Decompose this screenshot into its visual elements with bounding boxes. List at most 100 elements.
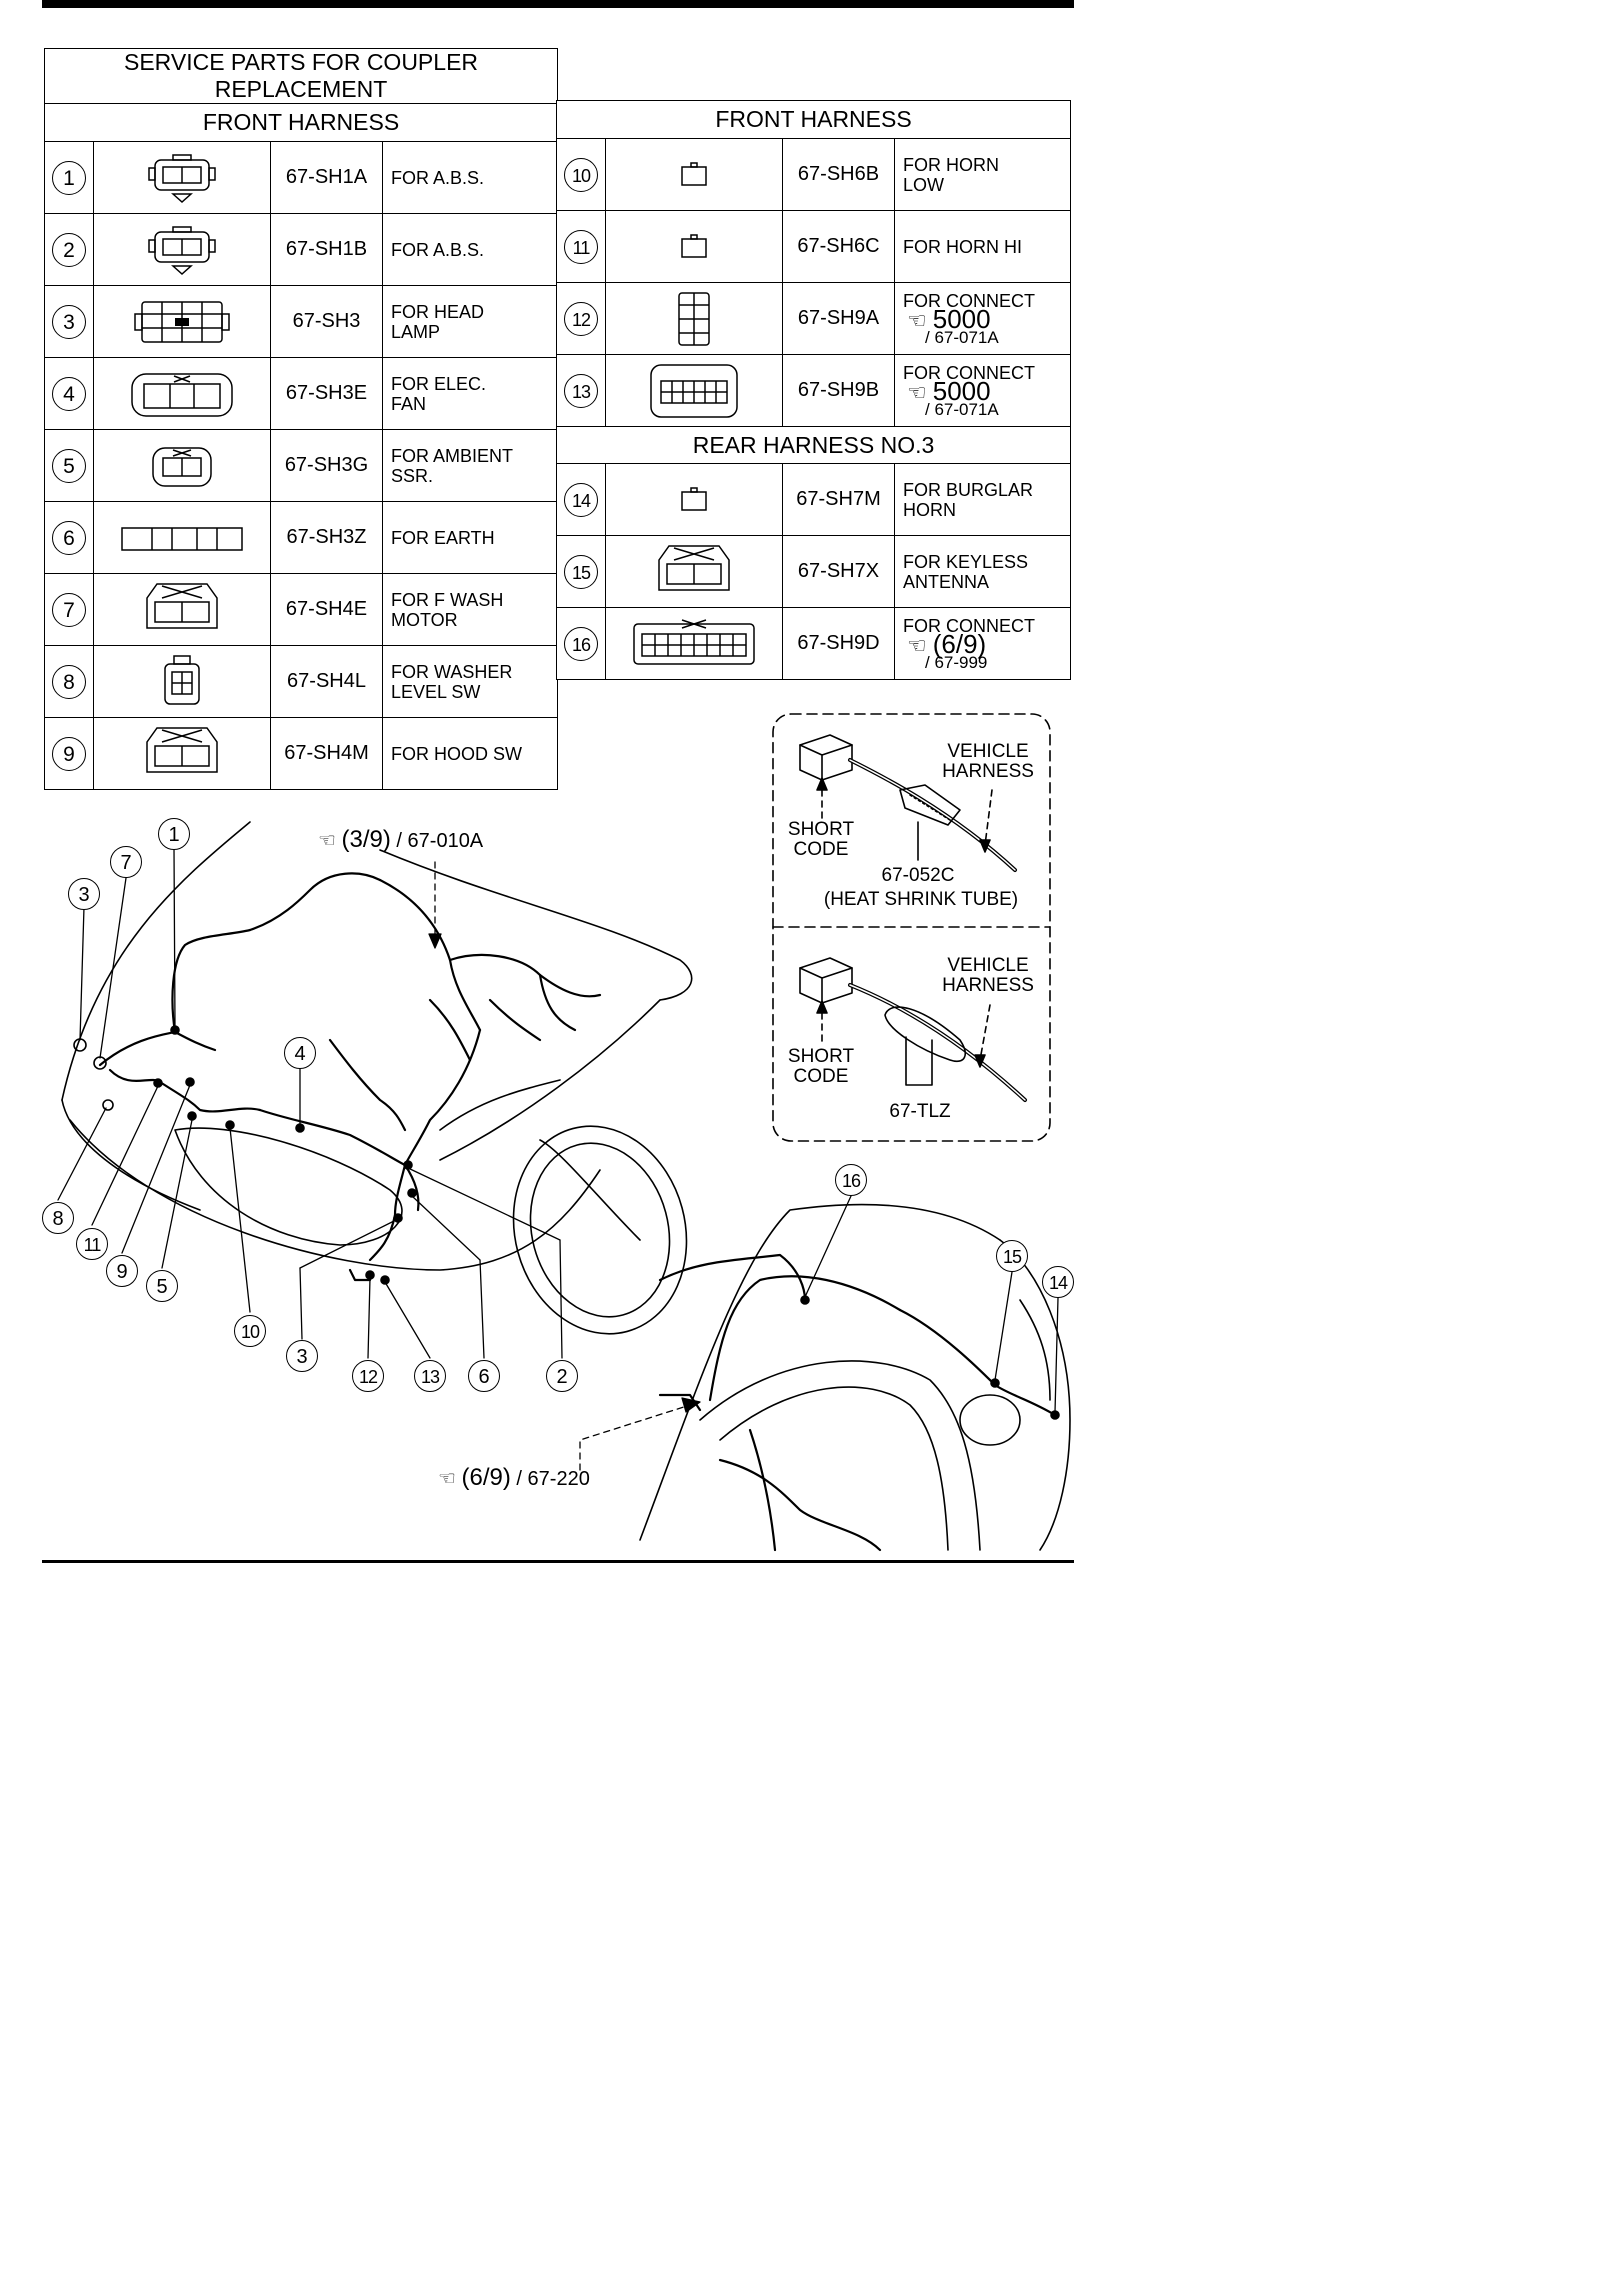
part-number: 7: [52, 592, 86, 627]
engine-harness-reference: ☜ (3/9) / 67-010A: [318, 826, 483, 854]
reference: ☜5000: [903, 303, 1070, 334]
rear-harness-wiring: [658, 1253, 1057, 1552]
part-number: 9: [52, 736, 86, 771]
connector-image: [93, 717, 271, 790]
part-description: FOR CONNECT☜5000/ 67-071A: [893, 282, 1072, 355]
connector-image: [605, 354, 783, 427]
part-code: 67-SH1B: [270, 213, 383, 286]
part-number-cell: 15: [556, 535, 606, 608]
top-border-bar: [42, 0, 1074, 8]
engine-ref-page: (3/9): [341, 826, 391, 853]
pointing-hand-icon: ☜: [318, 830, 336, 852]
connector-image: [93, 285, 271, 358]
part-code: 67-SH6B: [782, 138, 895, 211]
part-number: 16: [564, 626, 598, 661]
inset-top-short-line1: SHORT: [787, 819, 855, 840]
reference-code: / 67-071A: [925, 327, 999, 347]
part-description: FOR EARTH: [381, 501, 559, 574]
part-number: 14: [564, 482, 598, 517]
callout-11: 11: [76, 1228, 108, 1260]
callout-9: 9: [106, 1255, 138, 1287]
part-description: FOR CONNECT☜5000/ 67-071A: [893, 354, 1072, 427]
callout-3-lower: 3: [286, 1340, 318, 1372]
part-description: FOR HORN HI: [893, 210, 1072, 283]
callout-2: 2: [546, 1360, 578, 1392]
part-number-cell: 14: [556, 463, 606, 536]
connector-image: [93, 573, 271, 646]
harness-diagram: [57, 713, 1071, 1552]
rear-car-body: [639, 1203, 1071, 1551]
description-line: FOR CONNECT: [903, 615, 1035, 636]
callout-10: 10: [234, 1315, 266, 1347]
bottom-border-bar: [42, 1560, 1074, 1563]
inset-top-vehicle-line1: VEHICLE: [947, 741, 1029, 762]
callout-3-upper: 3: [68, 878, 100, 910]
description-line: LOW: [903, 174, 945, 195]
table-title: SERVICE PARTS FOR COUPLER REPLACEMENT: [43, 48, 559, 104]
part-number: 4: [52, 376, 86, 411]
description-line: FOR BURGLAR: [903, 479, 1034, 500]
part-code: 67-SH3G: [270, 429, 383, 502]
connector-image: [93, 213, 271, 286]
part-number: 2: [52, 232, 86, 267]
inset-bottom-vehicle-line2: HARNESS: [942, 975, 1034, 996]
inset-bottom-short-line2: CODE: [793, 1066, 849, 1087]
reference-code: / 67-071A: [925, 399, 999, 419]
description-line: FOR HEAD: [391, 301, 485, 322]
callout-1: 1: [158, 818, 190, 850]
description-line: FOR AMBIENT: [391, 445, 514, 466]
inset-bottom-part-code: 67-TLZ: [889, 1101, 951, 1122]
part-number-cell: 2: [44, 213, 94, 286]
part-description: FOR ELEC.FAN: [381, 357, 559, 430]
connector-image: [605, 607, 783, 680]
callout-8: 8: [42, 1202, 74, 1234]
reference-page: 5000: [932, 303, 991, 334]
callout-6: 6: [468, 1360, 500, 1392]
pointing-hand-icon: ☜: [907, 307, 927, 333]
parts-table-left: SERVICE PARTS FOR COUPLER REPLACEMENT FR…: [43, 48, 559, 790]
inset-top-vehicle-harness-label: VEHICLE HARNESS: [928, 742, 1048, 782]
front-harness-wiring: [98, 872, 602, 1282]
splice-inset-box: [772, 713, 1051, 1142]
pointing-hand-icon: ☜: [907, 632, 927, 658]
callout-15: 15: [996, 1240, 1028, 1272]
section-front-harness-left: FRONT HARNESS: [43, 103, 559, 142]
description-line: MOTOR: [391, 609, 458, 630]
connector-image: [93, 141, 271, 214]
reference: ☜5000: [903, 378, 1070, 404]
description-line: FOR CONNECT: [903, 362, 1035, 383]
connector-image: [93, 501, 271, 574]
part-number: 13: [564, 373, 598, 408]
connector-image: [605, 535, 783, 608]
pointing-hand-icon: ☜: [438, 1468, 456, 1490]
rear-ref-code: / 67-220: [516, 1468, 590, 1490]
description-line: FOR F WASH: [391, 589, 504, 610]
inset-bottom-short-code-label: SHORT CODE: [775, 1047, 867, 1087]
callout-14: 14: [1042, 1266, 1074, 1298]
part-description: FOR CONNECT☜(6/9)/ 67-999: [893, 607, 1072, 680]
description-line: FOR WASHER: [391, 661, 513, 682]
part-number-cell: 10: [556, 138, 606, 211]
part-number-cell: 12: [556, 282, 606, 355]
engine-ref-code: / 67-010A: [396, 830, 484, 852]
inset-top-short-code-label: SHORT CODE: [775, 820, 867, 860]
part-code: 67-SH6C: [782, 210, 895, 283]
inset-bottom-vehicle-harness-label: VEHICLE HARNESS: [928, 956, 1048, 996]
part-number: 11: [564, 229, 598, 264]
callout-13: 13: [414, 1360, 446, 1392]
description-line: LEVEL SW: [391, 681, 481, 702]
part-description: FOR HOOD SW: [381, 717, 559, 790]
reference-code: / 67-999: [925, 652, 988, 672]
inset-bottom-short-line1: SHORT: [787, 1046, 855, 1067]
